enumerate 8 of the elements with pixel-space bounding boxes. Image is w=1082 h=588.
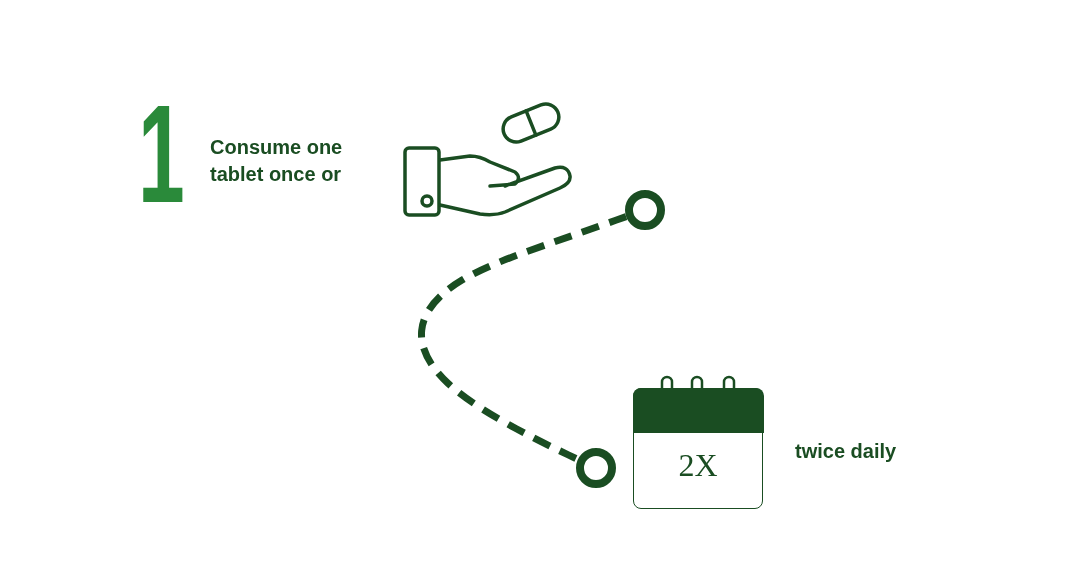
ring-marker (576, 448, 616, 488)
dashed-connector (418, 213, 628, 463)
dose-text: 2X (677, 447, 719, 484)
ring-marker (625, 190, 665, 230)
instruction-text: twice daily (795, 440, 897, 463)
calendar-card (633, 388, 763, 509)
instruction-text: Consume one tablet once or (210, 135, 344, 187)
step-number: 1 (138, 84, 185, 224)
